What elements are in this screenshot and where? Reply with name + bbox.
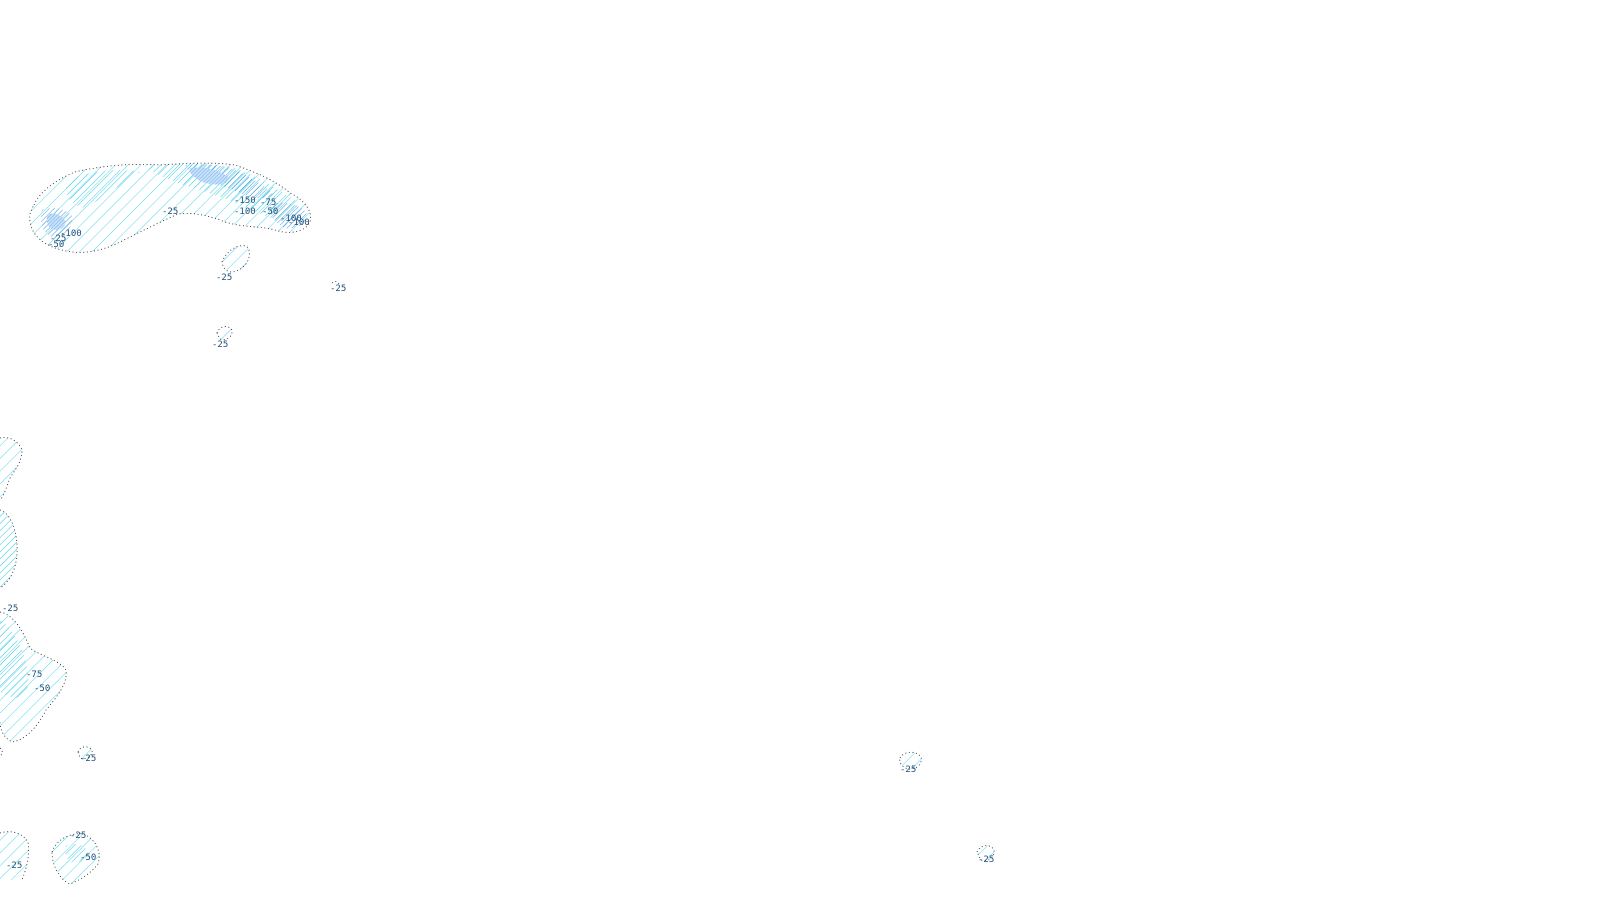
contour-label: -50 (262, 207, 278, 217)
region-north (29, 162, 312, 253)
region-west-2 (0, 509, 18, 589)
contour-label: -100 (234, 207, 256, 217)
region-small-2 (216, 326, 233, 340)
region-sw-1 (0, 831, 29, 881)
region-west-1 (0, 437, 23, 501)
region-west-4 (0, 747, 3, 757)
contour-labels: -25 -100 -50 -25 -150 -75 -100 -50 -100 … (2, 196, 994, 871)
region-east-1 (899, 751, 922, 770)
contour-label: -50 (80, 853, 96, 863)
contour-label: -25 (80, 754, 96, 764)
contour-label: -25 (216, 273, 232, 283)
region-small-4 (77, 746, 93, 759)
contour-label: -25 (6, 861, 22, 871)
contour-label: -25 (2, 604, 18, 614)
contour-label: -25 (212, 340, 228, 350)
contour-label: -25 (900, 765, 916, 775)
region-west-3 (0, 611, 67, 743)
region-small-1 (221, 245, 250, 273)
contour-label: -75 (260, 198, 276, 208)
contour-label: -50 (34, 684, 50, 694)
contour-label: -25 (330, 284, 346, 294)
contour-label: -75 (26, 670, 42, 680)
contour-label: -100 (280, 214, 302, 224)
region-east-2 (976, 845, 995, 861)
contour-label: -25 (978, 855, 994, 865)
region-small-3 (331, 281, 340, 285)
contour-label: -25 (50, 234, 66, 244)
contour-label: -100 (60, 229, 82, 239)
contour-label: -100 (288, 218, 310, 228)
contour-label: -25 (70, 831, 86, 841)
contour-label: -25 (162, 207, 178, 217)
contour-label: -150 (234, 196, 256, 206)
region-sw-2 (51, 833, 100, 885)
contour-label: -50 (48, 240, 64, 250)
